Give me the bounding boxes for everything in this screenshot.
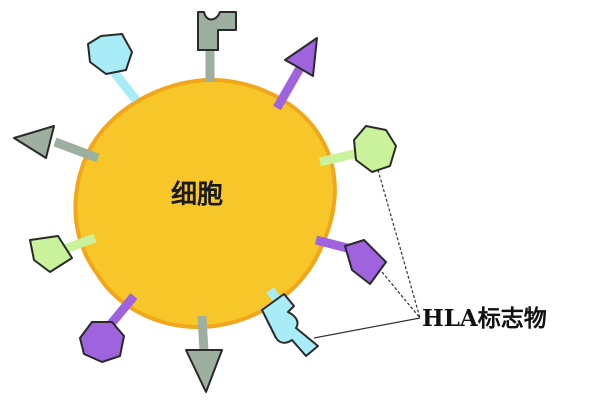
pointer-line-purple-pentagon (381, 271, 421, 319)
green-pentagon-marker (29, 235, 73, 273)
gray-arrow-bottom-stalk (197, 315, 209, 353)
cyan-octagon-stalk (110, 69, 140, 103)
green-octagon-marker (353, 125, 397, 173)
cell-body (73, 77, 337, 329)
cyan-octagon-marker (87, 33, 133, 75)
purple-octagon-marker (79, 321, 125, 363)
label-pointer-lines (313, 169, 421, 339)
pointer-line-green-octagon (377, 169, 421, 319)
purple-arrow-marker-top (284, 37, 318, 77)
cell-label: 细胞 (171, 179, 223, 210)
cyan-key-marker (261, 293, 319, 357)
marker-heads (13, 11, 397, 393)
purple-arrow-top-stalk (273, 65, 304, 111)
gray-slot-marker (197, 11, 237, 51)
purple-pentagon-marker (344, 239, 387, 285)
pointer-line-cyan-key (313, 317, 421, 339)
gray-arrow-left-stalk (53, 137, 100, 163)
gray-arrow-marker-bottom (185, 349, 223, 393)
green-pentagon-stalk (60, 233, 97, 255)
gray-arrow-marker-left (13, 125, 55, 159)
hla-marker-label: HLA标志物 (422, 305, 547, 332)
green-octagon-stalk (318, 148, 360, 167)
